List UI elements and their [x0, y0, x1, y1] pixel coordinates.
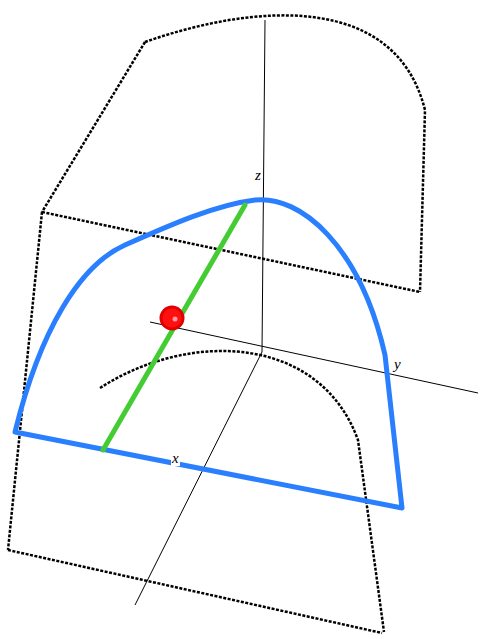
section-line	[103, 205, 245, 450]
point-marker-center	[173, 317, 178, 322]
axis-label: y	[393, 357, 402, 372]
cross-section	[15, 200, 402, 508]
point-marker	[161, 307, 183, 329]
coordinate-axes	[135, 20, 478, 605]
axis-label: x	[171, 451, 180, 466]
solid-outline	[8, 15, 425, 633]
axis-label: z	[254, 168, 262, 183]
